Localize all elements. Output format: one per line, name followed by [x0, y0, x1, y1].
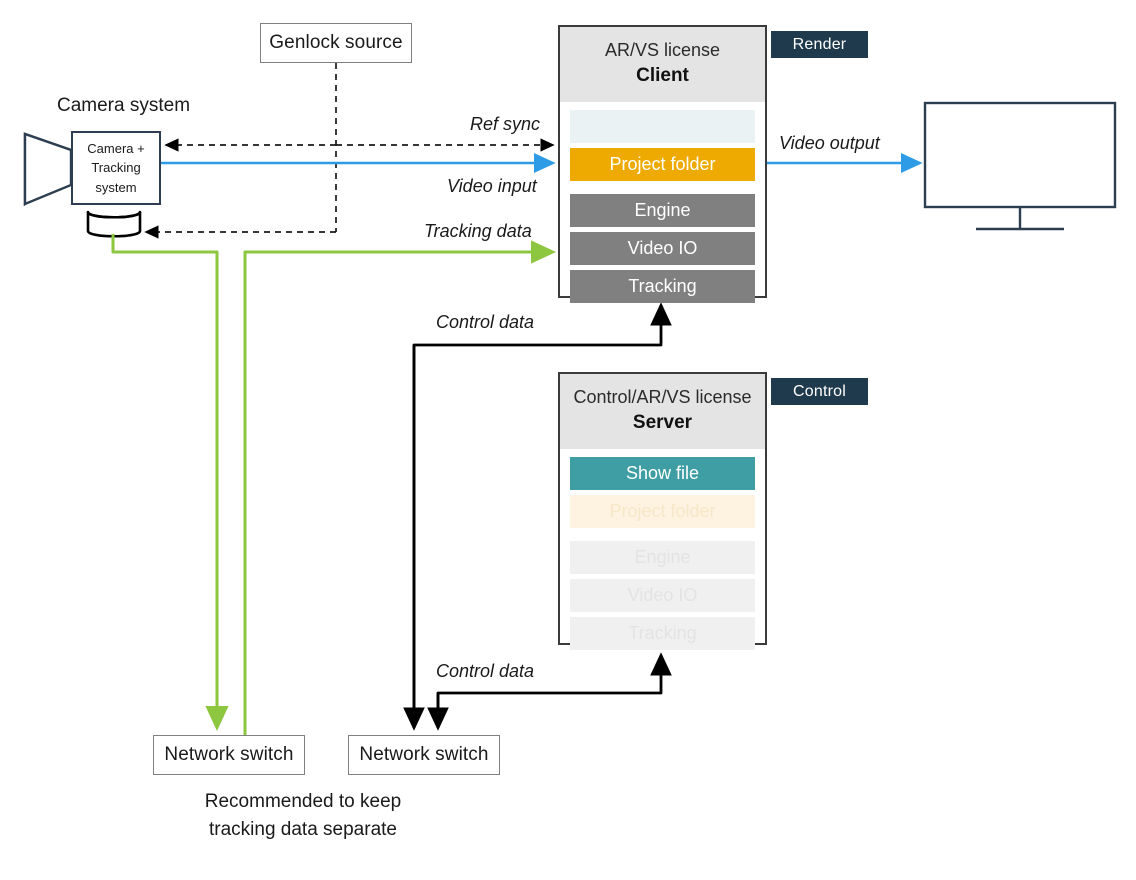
- control-data-client-label: Control data: [436, 312, 535, 332]
- client-machine-panel: AR/VS license Client Show file Project f…: [558, 25, 767, 303]
- video-input-label: Video input: [447, 176, 537, 196]
- server-role-label: Server: [632, 411, 693, 433]
- server-header: Control/AR/VS license Server: [560, 374, 765, 449]
- client-row-show-file: Show file: [570, 109, 755, 143]
- network-switch-control-box: Network switch: [348, 735, 500, 775]
- render-badge: Render: [771, 31, 868, 58]
- control-data-server-label: Control data: [436, 661, 535, 681]
- server-row-tracking: Tracking: [570, 616, 755, 650]
- tracking-head-icon: [86, 210, 142, 238]
- camera-body-line-1: Camera +: [87, 140, 145, 156]
- tracking-to-switch-line: [111, 234, 229, 731]
- tracking-data-label: Tracking data: [424, 221, 532, 241]
- server-row-show-file: Show file: [570, 456, 755, 490]
- server-row-engine: Engine: [570, 540, 755, 574]
- client-row-tracking: Tracking: [570, 269, 755, 303]
- server-machine-panel: Control/AR/VS license Server Show file P…: [558, 372, 767, 650]
- network-switch-tracking-box: Network switch: [153, 735, 305, 775]
- server-license-label: Control/AR/VS license: [573, 387, 752, 407]
- client-row-engine: Engine: [570, 193, 755, 227]
- tracking-separation-note: Recommended to keep tracking data separa…: [204, 791, 402, 840]
- client-row-project-folder: Project folder: [570, 147, 755, 181]
- ref-sync-label: Ref sync: [470, 114, 541, 134]
- client-module-list: Show file Project folder Engine Video IO…: [560, 102, 765, 313]
- client-row-video-io: Video IO: [570, 231, 755, 265]
- server-row-video-io: Video IO: [570, 578, 755, 612]
- client-header: AR/VS license Client: [560, 27, 765, 102]
- camera-body-line-3: system: [95, 179, 137, 195]
- server-row-project-folder: Project folder: [570, 494, 755, 528]
- video-output-label: Video output: [779, 133, 880, 153]
- camera-system-title: Camera system: [57, 95, 191, 116]
- monitor-icon: [923, 101, 1117, 231]
- camera-tracking-system-box: Camera + Tracking system: [71, 131, 161, 205]
- camera-lens-icon: [23, 132, 73, 207]
- genlock-source-box: Genlock source: [260, 23, 412, 63]
- client-license-label: AR/VS license: [604, 40, 721, 60]
- camera-body-line-2: Tracking: [91, 160, 141, 176]
- control-badge: Control: [771, 378, 868, 405]
- server-module-list: Show file Project folder Engine Video IO…: [560, 449, 765, 660]
- client-role-label: Client: [636, 64, 689, 86]
